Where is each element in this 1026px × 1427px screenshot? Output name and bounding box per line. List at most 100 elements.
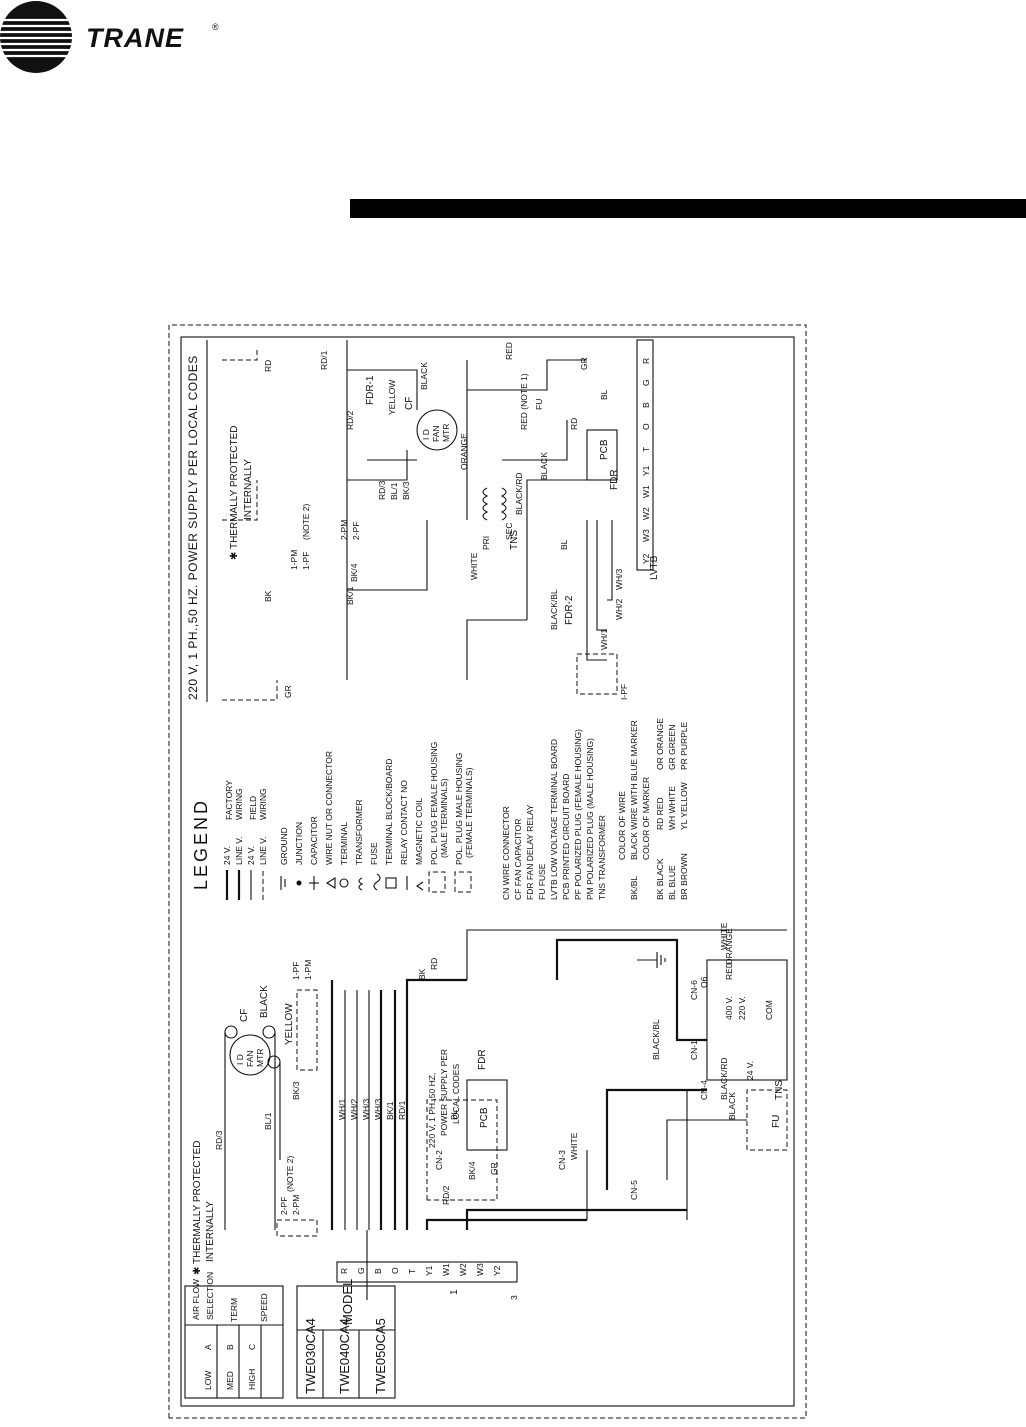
legend-c6: GR GREEN [667, 725, 677, 770]
legend-c9: PR PURPLE [679, 721, 689, 770]
left-cn1: CN-1 [689, 1040, 699, 1060]
col-speed: SPEED [259, 1293, 269, 1322]
right-wiring-diagram: 220 V, 1 PH.,50 HZ. POWER SUPPLY PER LOC… [186, 339, 660, 702]
brand-reg: ® [212, 22, 219, 32]
legend-24v-1: 24 V. [222, 846, 232, 865]
right-1pf: 1-PF [301, 552, 311, 570]
legend-title: LEGEND [191, 798, 211, 890]
left-lvtb [336, 1261, 518, 1283]
legend-color-of-wire: COLOR OF WIRE [617, 791, 627, 860]
lterm-w3: W3 [475, 1263, 485, 1276]
rterm-r: R [641, 358, 651, 364]
legend-abbr-8: PM POLARIZED PLUG (MALE HOUSING) [585, 738, 595, 900]
right-thermally-2: INTERNALLY [243, 459, 254, 520]
right-motor-2: FAN [431, 425, 441, 442]
left-blackw: BLACK [727, 1092, 737, 1120]
model-header: MODEL [340, 1279, 355, 1325]
legend-abbr-2: CF FAN CAPACITOR [513, 819, 523, 900]
right-pri: PRI [481, 536, 491, 550]
right-gr-w: GR [579, 357, 589, 370]
trane-logo: TRANE ® [0, 1, 219, 73]
legend-coil: MAGNETIC COIL [414, 798, 424, 865]
right-fan-motor [416, 409, 458, 451]
left-transformer [706, 959, 788, 1081]
left-2pm: 2-PM [291, 1195, 301, 1215]
lterm-b: B [373, 1268, 383, 1274]
left-wh2: WH/2 [349, 1098, 359, 1120]
right-2pf: 2-PF [351, 522, 361, 540]
left-1pf: 1-PF [291, 962, 301, 980]
legend-black-blue: BLACK WIRE WITH BLUE MARKER [629, 720, 639, 860]
right-rd3: RD/3 [377, 480, 387, 500]
right-bk3: BK/3 [401, 481, 411, 500]
lterm-y2: Y2 [492, 1265, 502, 1276]
left-com: COM [764, 1000, 774, 1020]
right-bk4: BK/4 [349, 563, 359, 582]
left-power-2: POWER SUPPLY PER [439, 1049, 449, 1136]
legend-fuse: FUSE [369, 842, 379, 865]
legend-abbr-1: CN WIRE CONNECTOR [501, 806, 511, 900]
right-bl-w: BL [599, 389, 609, 400]
legend-pol-male: POL. PLUG MALE HOUSING [454, 753, 464, 865]
left-thermally-2: INTERNALLY [205, 1201, 216, 1262]
left-gr-w: GR [489, 1162, 499, 1175]
af-term-b: B [225, 1344, 235, 1350]
col-term: TERM [229, 1298, 239, 1322]
model-1: TWE030CA4 [303, 1318, 318, 1394]
legend-bkbl: BK/BL [629, 876, 639, 900]
left-note2: (NOTE 2) [285, 1155, 295, 1192]
right-bk: BK [263, 590, 273, 602]
legend-female-terms: (FEMALE TERMINALS) [464, 767, 474, 858]
right-rd1: RD/1 [319, 350, 329, 370]
legend-transformer: TRANSFORMER [354, 799, 364, 865]
af-term-a: A [203, 1344, 213, 1350]
legend-abbr-4: FU FUSE [537, 863, 547, 900]
right-sec: SEC [504, 523, 514, 540]
air-flow-title-2: SELECTION [205, 1272, 215, 1320]
af-speed-a: LOW [203, 1371, 213, 1390]
right-gr: GR [283, 685, 293, 698]
af-term-c: C [247, 1344, 257, 1350]
left-wiring-diagram: ✱ THERMALLY PROTECTED INTERNALLY I D FAN… [192, 922, 788, 1300]
legend-abbr-7: PF POLARIZED PLUG (FEMALE HOUSING) [573, 729, 583, 900]
legend-relay: RELAY CONTACT NO [399, 780, 409, 865]
right-ipf: I-PF [619, 684, 629, 700]
right-ipf-plug [576, 653, 618, 695]
lterm-g: G [356, 1267, 366, 1274]
legend-factory: FACTORY [224, 780, 234, 820]
rterm-y1: Y1 [641, 465, 651, 476]
legend-ground: GROUND [279, 827, 289, 865]
lterm-w1: W1 [441, 1263, 451, 1276]
rterm-y2: Y2 [641, 553, 651, 564]
left-pcb-label: PCB [479, 1107, 490, 1128]
right-wh1: WH/1 [599, 628, 609, 650]
legend-wiring-1: WIRING [234, 788, 244, 820]
right-motor-3: MTR [441, 424, 451, 442]
model-2: TWE040CA4 [337, 1318, 352, 1394]
rterm-o: O [641, 423, 651, 430]
legend-c3: OR ORANGE [655, 718, 665, 770]
right-fdr1: FDR-1 [365, 375, 376, 405]
right-red: RED [504, 342, 514, 360]
legend-wiring-2: WIRING [258, 788, 268, 820]
left-cn6: CN-6 [689, 980, 699, 1000]
lterm-r: R [339, 1268, 349, 1274]
model-table: MODEL TWE030CA4 TWE040CA4 TWE050CA5 [296, 1279, 396, 1399]
legend-abbr-3: FDR FAN DELAY RELAY [525, 804, 535, 900]
left-1pm: 1-PM [303, 960, 313, 980]
legend-linev-2: LINE V. [258, 836, 268, 865]
brand-name: TRANE [86, 23, 184, 53]
right-fdr2: FDR-2 [564, 595, 575, 625]
left-2pf: 2-PF [279, 1197, 289, 1215]
right-rd-w: RD [569, 418, 579, 430]
legend-24v-2: 24 V. [246, 846, 256, 865]
legend-field: FIELD [248, 796, 258, 820]
rterm-b: B [641, 402, 651, 408]
left-white-t: WHITE [719, 922, 729, 950]
left-bk4: BK/4 [467, 1161, 477, 1180]
right-lvtb-box [636, 339, 654, 571]
air-flow-title-1: AIR FLOW [191, 1279, 201, 1320]
left-note1: O6 [699, 976, 709, 988]
rterm-w3: W3 [641, 529, 651, 542]
right-black2: BLACK [539, 452, 549, 480]
